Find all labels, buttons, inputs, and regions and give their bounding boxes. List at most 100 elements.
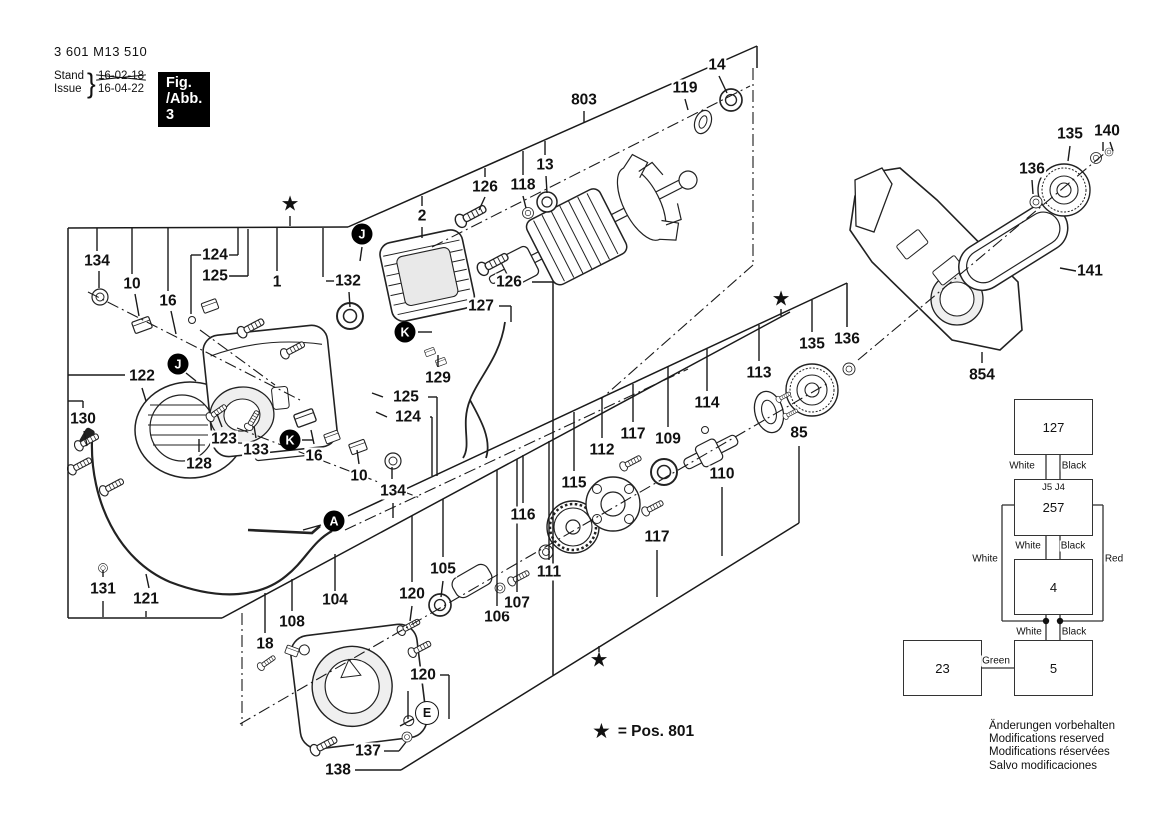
leader-line bbox=[141, 387, 147, 402]
part-callout-16: 16 bbox=[158, 292, 178, 310]
part-callout-119: 119 bbox=[671, 79, 699, 97]
pos-801-star-icon: ★ bbox=[280, 192, 300, 216]
pos-801-star-icon: ★ bbox=[589, 648, 609, 672]
axis-line bbox=[87, 291, 301, 401]
part-callout-141: 141 bbox=[1076, 262, 1104, 280]
wire-color-label: White bbox=[971, 553, 999, 565]
part-callout-121: 121 bbox=[132, 590, 160, 608]
stator-2-part bbox=[379, 229, 476, 322]
part-callout-10: 10 bbox=[349, 467, 369, 485]
wire-color-label: White bbox=[1015, 626, 1043, 638]
leader-line bbox=[67, 226, 349, 229]
section-balloon-J: J bbox=[351, 223, 373, 245]
axis-line bbox=[431, 85, 751, 248]
part-callout-136: 136 bbox=[1018, 160, 1046, 178]
wiring-box-5: 5 bbox=[1014, 640, 1093, 696]
revision-dates: 16-02-18 16-04-22 bbox=[98, 70, 144, 96]
part-callout-123: 123 bbox=[210, 430, 238, 448]
belt-141-part bbox=[958, 203, 1069, 292]
section-balloon-A: A bbox=[323, 510, 345, 532]
wire-color-label: Black bbox=[1060, 626, 1088, 638]
wire-color-label: Green bbox=[981, 655, 1011, 667]
leader-line bbox=[375, 411, 388, 418]
part-callout-113: 113 bbox=[745, 364, 773, 382]
leader-line bbox=[347, 45, 758, 228]
part-callout-111: 111 bbox=[535, 563, 563, 581]
document-part-number: 3 601 M13 510 bbox=[54, 44, 148, 59]
part-callout-108: 108 bbox=[278, 613, 306, 631]
wire-color-label: White bbox=[1008, 460, 1036, 472]
part-callout-10: 10 bbox=[122, 275, 142, 293]
leader-line bbox=[545, 175, 548, 194]
base-housing-854-part bbox=[849, 167, 1023, 351]
wire-color-label: Red bbox=[1103, 553, 1125, 565]
leader-line bbox=[522, 195, 527, 209]
part-callout-116: 116 bbox=[509, 506, 537, 524]
axis-line bbox=[199, 329, 276, 386]
leader-line bbox=[170, 310, 177, 335]
wire-junction-dot bbox=[1042, 617, 1050, 625]
part-callout-854: 854 bbox=[968, 366, 996, 384]
section-balloon-E: E bbox=[415, 701, 439, 725]
revision-brace: } bbox=[87, 67, 96, 99]
axis-line bbox=[857, 152, 1106, 361]
part-callout-136: 136 bbox=[833, 330, 861, 348]
revision-labels: Stand Issue bbox=[54, 70, 84, 96]
figure-badge: Fig. /Abb. 3 bbox=[158, 72, 211, 127]
leader-line bbox=[684, 98, 689, 111]
part-callout-127: 127 bbox=[467, 297, 495, 315]
wiring-box-4: 4 bbox=[1014, 559, 1093, 615]
leader-line bbox=[359, 246, 363, 262]
axis-line bbox=[600, 264, 754, 400]
part-callout-2: 2 bbox=[416, 207, 428, 225]
part-callout-133: 133 bbox=[242, 441, 270, 459]
gear-housing-104-part bbox=[290, 623, 428, 750]
pulley-135-part bbox=[1029, 147, 1114, 217]
part-callout-85: 85 bbox=[789, 424, 809, 442]
axis-line bbox=[239, 381, 831, 725]
part-callout-126: 126 bbox=[471, 178, 499, 196]
leader-line bbox=[185, 372, 197, 382]
part-callout-117: 117 bbox=[643, 528, 671, 546]
part-callout-140: 140 bbox=[1093, 122, 1121, 140]
header: 3 601 M13 510 Stand Issue } 16-02-18 16-… bbox=[54, 44, 211, 127]
leader-line bbox=[1059, 267, 1077, 272]
leader-line bbox=[1067, 145, 1071, 162]
leader-line bbox=[145, 573, 150, 589]
leader-line bbox=[83, 430, 88, 446]
part-callout-106: 106 bbox=[483, 608, 511, 626]
wire-color-label: Black bbox=[1059, 540, 1087, 552]
legend-pos-801: ★ = Pos. 801 bbox=[592, 721, 695, 742]
leader-line bbox=[1109, 141, 1114, 152]
part-callout-120: 120 bbox=[398, 585, 426, 603]
part-callout-18: 18 bbox=[255, 635, 275, 653]
leader-line bbox=[134, 293, 140, 317]
leader-line bbox=[398, 741, 407, 752]
wiring-box-23: 23 bbox=[903, 640, 982, 696]
leader-line bbox=[356, 449, 360, 465]
leader-line bbox=[371, 392, 384, 398]
pos-801-star-icon: ★ bbox=[771, 287, 791, 311]
leader-line bbox=[347, 282, 848, 517]
part-callout-109: 109 bbox=[654, 430, 682, 448]
wire-color-label: Black bbox=[1060, 460, 1088, 472]
part-callout-129: 129 bbox=[424, 369, 452, 387]
part-callout-16: 16 bbox=[304, 447, 324, 465]
part-callout-110: 110 bbox=[708, 465, 736, 483]
revision-note-line: Änderungen vorbehalten bbox=[989, 720, 1115, 732]
part-callout-135: 135 bbox=[1056, 125, 1084, 143]
leader-line bbox=[478, 196, 486, 211]
legend-text: = Pos. 801 bbox=[617, 723, 695, 740]
stand-date-struck: 16-02-18 bbox=[98, 70, 145, 82]
part-callout-104: 104 bbox=[321, 591, 349, 609]
part-callout-138: 138 bbox=[324, 761, 352, 779]
part-callout-135: 135 bbox=[798, 335, 826, 353]
stand-label: Stand bbox=[54, 70, 85, 82]
leader-line bbox=[440, 580, 444, 598]
leader-line bbox=[348, 291, 351, 308]
